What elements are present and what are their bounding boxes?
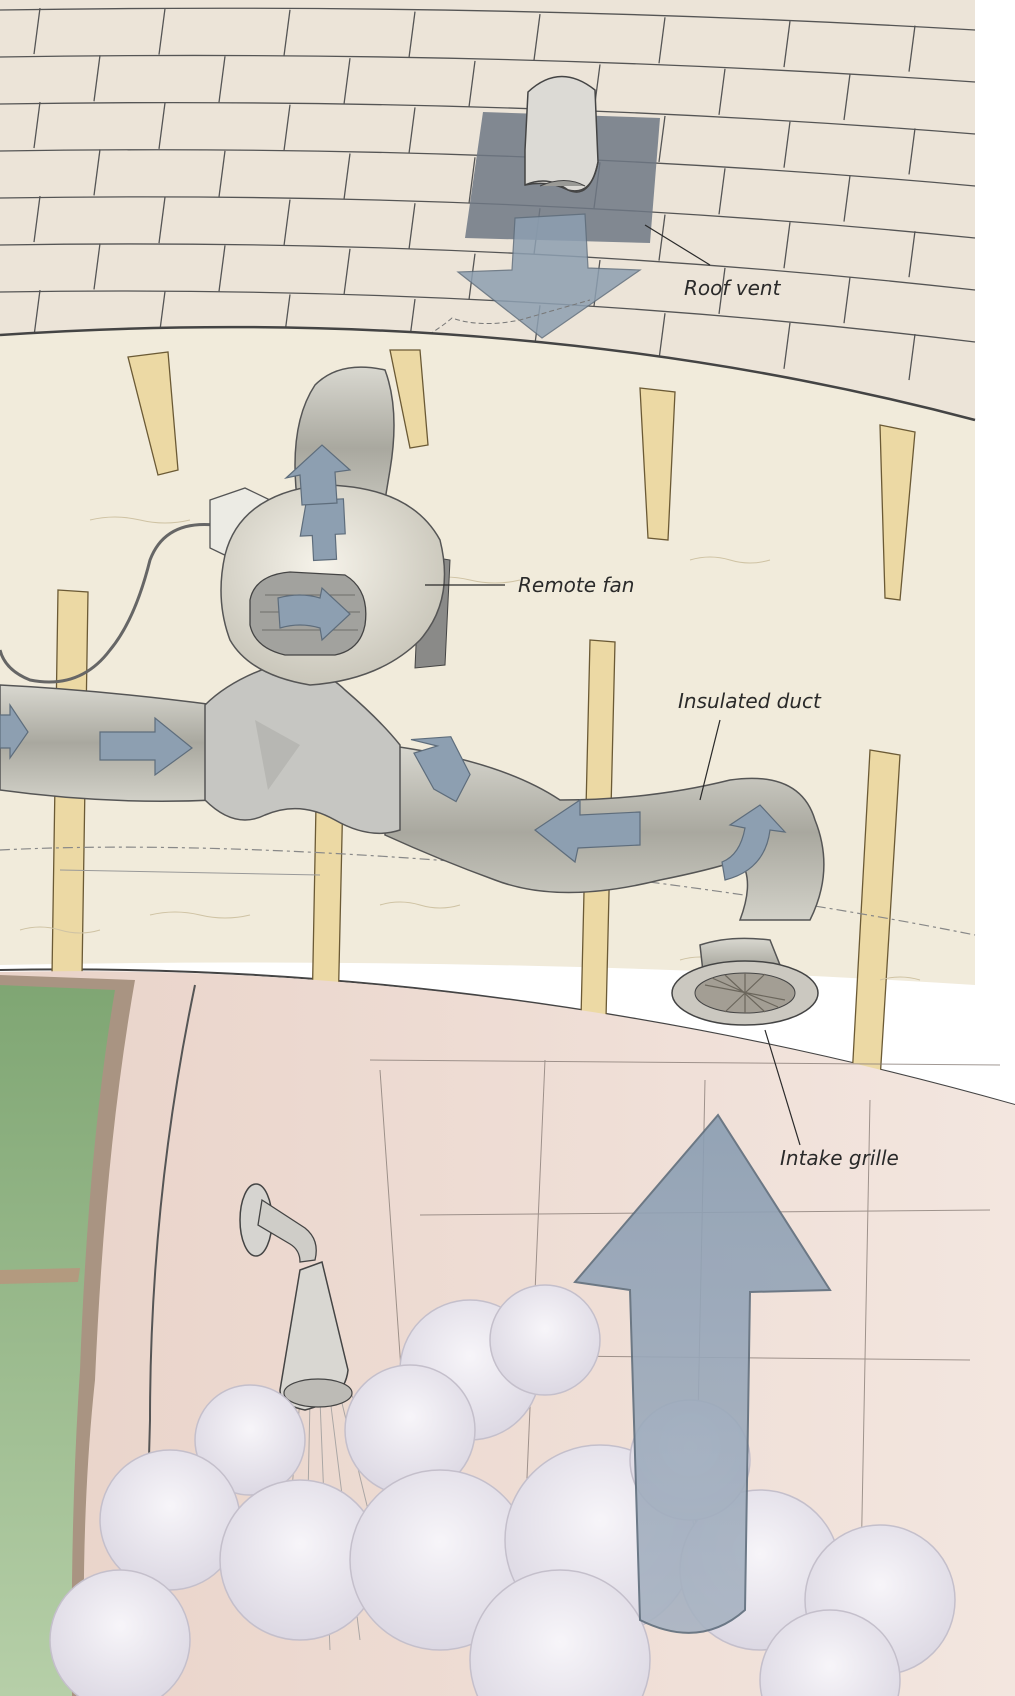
callouts — [425, 224, 801, 1146]
remote-fan — [209, 484, 451, 686]
shingle-joint-line — [33, 289, 41, 337]
shingle-joint-line — [408, 107, 416, 154]
roof-vent-leader — [644, 224, 711, 266]
window-glass — [0, 985, 115, 1696]
shingle-joint-line — [343, 248, 351, 295]
shingle-joint-line — [218, 56, 226, 103]
rafter — [639, 387, 676, 541]
shingle-joint-line — [718, 267, 726, 314]
shingle-joint-line — [658, 17, 666, 64]
roof-vent — [465, 75, 660, 243]
insulation-texture — [19, 516, 921, 981]
shingle-joint-line — [843, 175, 851, 222]
shingle-joint-line — [343, 58, 351, 105]
shingle-joint-line — [218, 150, 226, 197]
arrow-icon — [721, 804, 787, 881]
insulation-seam — [59, 869, 321, 876]
shingle-joint-line — [718, 68, 726, 115]
arrow-icon — [0, 703, 29, 760]
power-cord — [0, 522, 216, 684]
shingle-joint-line — [408, 203, 416, 250]
shingle-joint-line — [93, 243, 101, 290]
shingle-joint-line — [93, 149, 101, 196]
roof-vent-label: Roof vent — [684, 276, 782, 300]
shingle-joint-line — [908, 25, 916, 72]
roof-edge — [0, 325, 976, 422]
arrow-icon — [410, 736, 471, 803]
shingle-joint-line — [158, 102, 166, 149]
insulation-seam — [0, 846, 976, 936]
insulated-duct-leader — [699, 719, 721, 801]
shingle-joint-line — [283, 104, 291, 151]
shingle-joint-line — [343, 153, 351, 200]
arrow-icon — [299, 498, 346, 562]
shingle-joint-line — [283, 199, 291, 246]
intake-grille-leader — [764, 1029, 801, 1146]
shingle-joint-line — [783, 21, 791, 68]
shingle-joint-line — [658, 214, 666, 261]
shingle-joint-line — [908, 128, 916, 175]
intake-grille-label: Intake grille — [780, 1146, 899, 1170]
shower-head-icon — [239, 1183, 353, 1411]
shingle-course-line — [0, 54, 976, 83]
rafter — [127, 351, 179, 476]
rafters — [127, 349, 916, 601]
shingle-course-line — [0, 243, 976, 291]
shingle-joint-line — [658, 313, 666, 360]
arrow-icon — [277, 586, 351, 642]
shingle-joint-line — [843, 73, 851, 121]
arrow-icon — [283, 444, 352, 506]
shingle-joint-line — [158, 197, 166, 244]
window-mullion — [0, 1268, 80, 1284]
shingle-joint-line — [468, 157, 476, 204]
shingle-course-line — [0, 101, 976, 135]
shingle-joint-line — [93, 55, 101, 102]
intake-grille — [671, 960, 819, 1026]
roof-crack — [369, 299, 591, 361]
shingle-joint-line — [908, 231, 916, 278]
shower-arm — [257, 1198, 317, 1263]
shingle-course-line — [0, 7, 976, 31]
shingle-joint-line — [783, 222, 791, 269]
shingle-joint-line — [718, 168, 726, 215]
rafter — [389, 349, 429, 449]
arrow-icon — [99, 716, 193, 777]
airflow-arrows — [0, 444, 787, 881]
shingle-joint-line — [33, 195, 41, 243]
arrow-icon — [533, 798, 641, 864]
shingle-joint-line — [783, 121, 791, 168]
roof-shingles — [0, 7, 976, 381]
shingle-joint-line — [283, 9, 291, 56]
shingle-joint-line — [468, 60, 476, 108]
roof-vent-arrow-icon — [456, 213, 642, 339]
shingle-joint-line — [658, 115, 666, 163]
shingle-joint-line — [33, 7, 41, 55]
shingle-joint-line — [533, 14, 541, 61]
shingle-joint-line — [33, 101, 41, 149]
rafter — [879, 424, 916, 601]
intake-arrow-icon — [573, 1113, 832, 1634]
shingle-joint-line — [218, 245, 226, 292]
shingle-joint-line — [408, 11, 416, 58]
shingle-joint-line — [158, 8, 166, 55]
roof-vent-hood — [524, 75, 599, 192]
remote-fan-label: Remote fan — [518, 573, 634, 597]
insulated-duct-label: Insulated duct — [678, 689, 822, 713]
shingle-joint-line — [908, 333, 916, 381]
shingle-joint-line — [843, 277, 851, 324]
shingle-joint-line — [783, 322, 791, 369]
